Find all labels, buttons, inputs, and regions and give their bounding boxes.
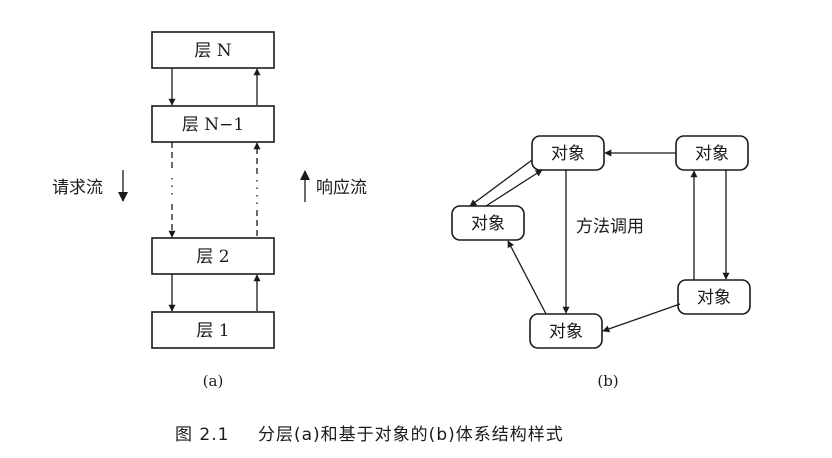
layer-box-n-minus-1: 层 N−1 (151, 105, 275, 143)
layer-n-label: 层 N (194, 41, 231, 61)
layer-box-1: 层 1 (151, 311, 275, 349)
object-node-right: 对象 (677, 279, 751, 315)
call-arrow-top-to-left (469, 159, 533, 207)
object-node-top-right: 对象 (675, 135, 749, 171)
object-node-top: 对象 (531, 135, 605, 171)
call-arrow-right-to-bottom (602, 303, 681, 333)
object-node-left: 对象 (451, 205, 525, 241)
layered-diagram: 层 N 层 N−1 层 2 层 1 请求流 响应流 (a) (52, 31, 367, 390)
object-label: 对象 (551, 144, 585, 164)
caption-text: 分层(a)和基于对象的(b)体系结构样式 (258, 425, 564, 445)
response-flow-label: 响应流 (316, 178, 367, 198)
call-arrow-bottom-to-left (507, 240, 547, 315)
object-diagram: 对象 对象 对象 对象 对象 方法调用 (b) (451, 135, 751, 390)
object-node-bottom: 对象 (529, 313, 603, 349)
method-call-label: 方法调用 (576, 217, 644, 237)
layer-1-label: 层 1 (196, 321, 229, 341)
object-label: 对象 (695, 144, 729, 164)
caption-number: 图 2.1 (175, 425, 229, 445)
layer-box-2: 层 2 (151, 237, 275, 275)
sublabel-a: (a) (203, 372, 224, 390)
layer-2-label: 层 2 (196, 247, 229, 267)
request-flow-label: 请求流 (52, 178, 103, 198)
sublabel-b: (b) (597, 372, 618, 390)
object-label: 对象 (471, 214, 505, 234)
call-arrow-left-to-top (485, 169, 543, 207)
object-label: 对象 (697, 288, 731, 308)
layer-box-n: 层 N (151, 31, 275, 69)
object-label: 对象 (549, 322, 583, 342)
figure-caption: 图 2.1 分层(a)和基于对象的(b)体系结构样式 (175, 425, 564, 445)
layer-n-minus-1-label: 层 N−1 (182, 115, 244, 135)
